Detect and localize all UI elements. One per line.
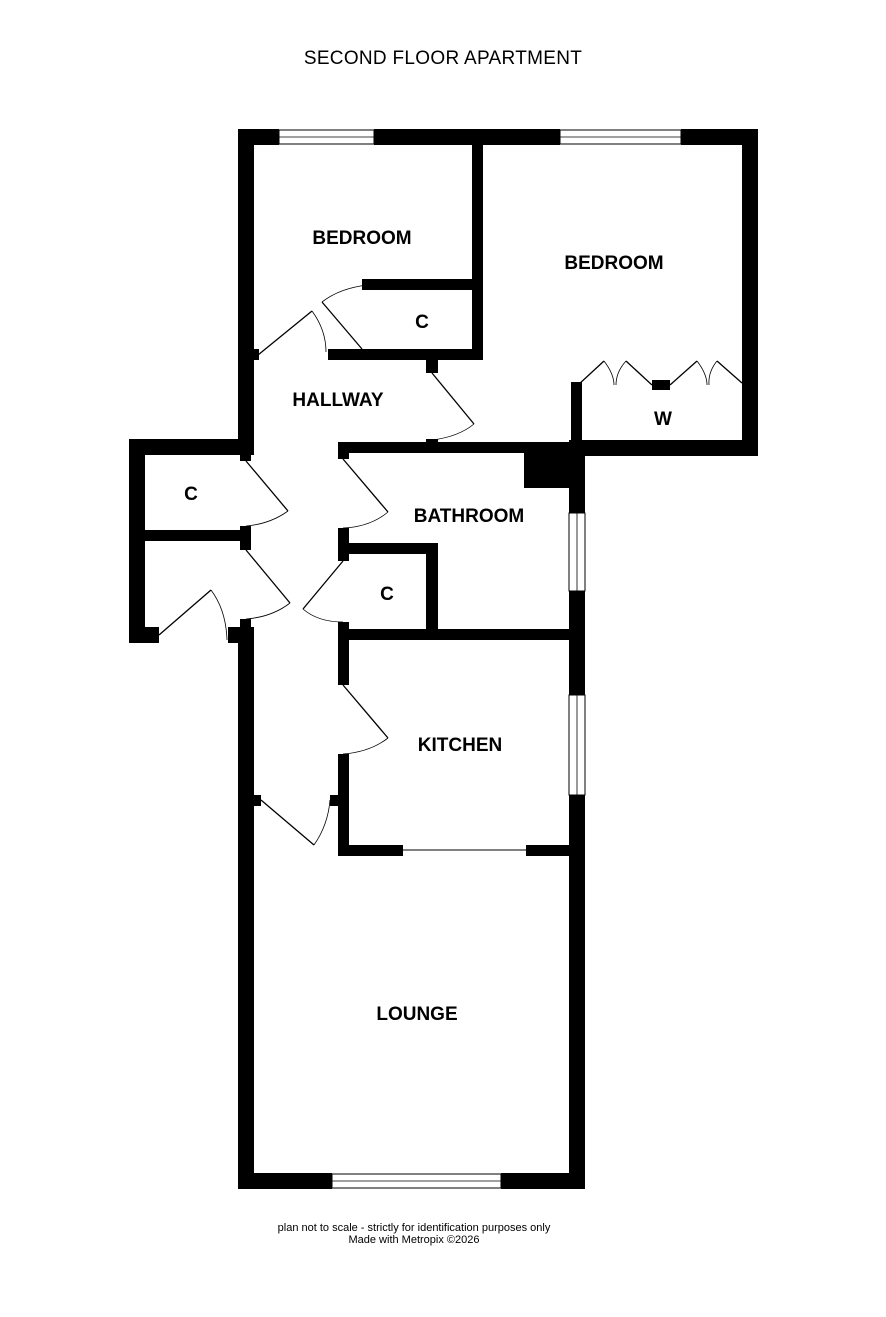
room-label-bedroom-2: BEDROOM [564, 253, 663, 274]
room-label-cupboard-1: C [415, 312, 429, 333]
credit-text: Made with Metropix ©2026 [348, 1234, 480, 1246]
room-label-bathroom: BATHROOM [414, 506, 524, 527]
room-label-bedroom-1: BEDROOM [312, 228, 411, 249]
room-label-cupboard-2: C [184, 484, 198, 505]
footer: plan not to scale - strictly for identif… [0, 1222, 828, 1246]
room-label-hallway: HALLWAY [292, 390, 383, 411]
room-label-lounge: LOUNGE [376, 1004, 457, 1025]
disclaimer-text: plan not to scale - strictly for identif… [277, 1222, 551, 1234]
room-label-cupboard-3: C [380, 584, 394, 605]
doors [158, 284, 743, 846]
walls [129, 129, 758, 1189]
plan-title: SECOND FLOOR APARTMENT [303, 48, 583, 69]
room-label-wardrobe: W [654, 409, 672, 430]
room-label-kitchen: KITCHEN [418, 735, 502, 756]
